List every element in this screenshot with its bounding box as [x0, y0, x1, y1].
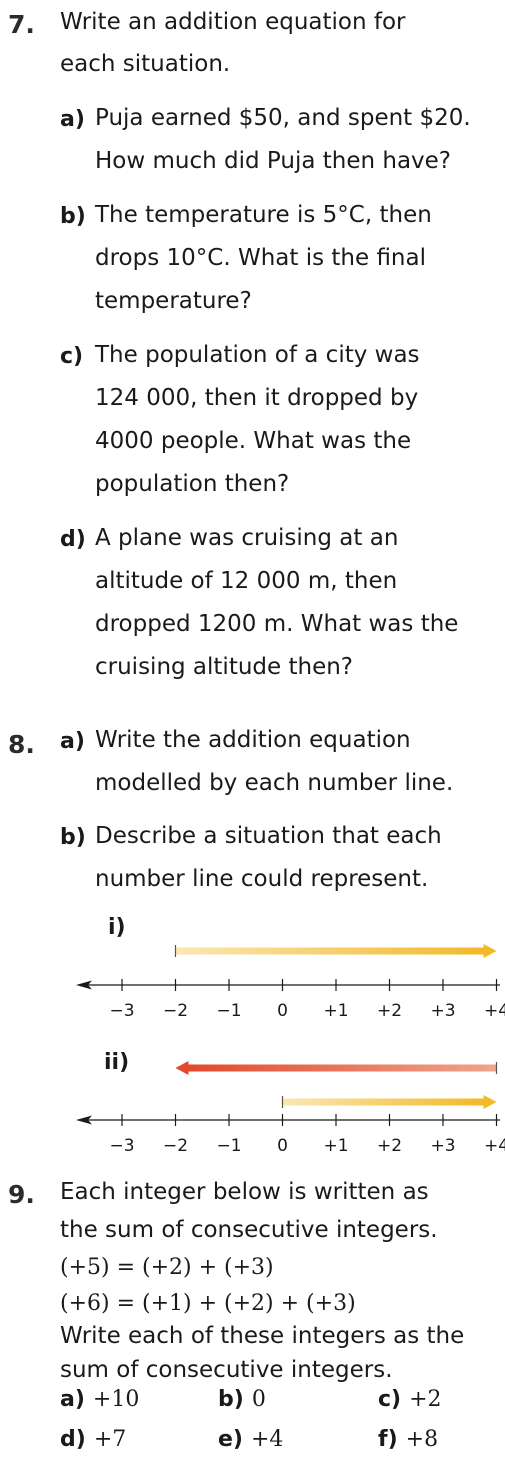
answer-option: d) +7: [60, 1420, 126, 1460]
part-text-line: 4000 people. What was the: [95, 428, 412, 454]
number-line-svg: −3 −2 −1 0 +1 +2 +3 +4: [76, 944, 505, 1021]
tick-label: +1: [323, 1001, 348, 1021]
tick-label: +2: [377, 1136, 402, 1156]
part-text-line: A plane was cruising at an: [95, 525, 399, 551]
axis-arrowhead: [76, 980, 92, 990]
arrow-head: [483, 944, 497, 958]
number-line-svg: −3 −2 −1 0 +1 +2 +3 +4: [76, 1061, 505, 1156]
part-label: d): [60, 527, 86, 552]
option-value: +7: [93, 1427, 127, 1452]
tick-label: −1: [216, 1136, 241, 1156]
arrow-shaft: [282, 1098, 484, 1106]
part-text-line: modelled by each number line.: [95, 770, 454, 796]
question-stem-line: Write an addition equation for: [60, 9, 406, 35]
tick-label: 0: [277, 1136, 288, 1156]
option-label: f): [378, 1427, 398, 1452]
tick-label: −3: [109, 1136, 134, 1156]
question-stem-line: the sum of consecutive integers.: [60, 1217, 438, 1243]
part-text-line: Puja earned $50, and spent $20.: [95, 105, 471, 131]
arrow-head: [175, 1061, 189, 1075]
part-text-line: 124 000, then it dropped by: [95, 385, 419, 411]
option-label: e): [218, 1427, 243, 1452]
tick-label: −1: [216, 1001, 241, 1021]
answer-option: b) 0: [218, 1380, 266, 1420]
answer-option: c) +2: [378, 1380, 442, 1420]
example-equation: (+5) = (+2) + (+3): [60, 1255, 274, 1280]
tick-label: −2: [163, 1001, 188, 1021]
part-text-line: How much did Puja then have?: [95, 148, 452, 174]
tick-label: +2: [377, 1001, 402, 1021]
option-value: +4: [250, 1427, 284, 1452]
number-line-label: ii): [104, 1050, 130, 1075]
question-number: 9.: [8, 1180, 35, 1209]
axis-arrowhead: [76, 1115, 92, 1125]
option-value: +2: [409, 1387, 442, 1412]
option-label: a): [60, 1387, 85, 1412]
option-value: +8: [405, 1427, 439, 1452]
option-label: d): [60, 1427, 86, 1452]
tick-label: 0: [277, 1001, 288, 1021]
instruction-line: Write each of these integers as the: [60, 1323, 465, 1349]
part-text-line: Describe a situation that each: [95, 823, 442, 849]
part-label: b): [60, 204, 86, 229]
part-label: b): [60, 825, 86, 850]
part-label: a): [60, 107, 85, 132]
part-text-line: Write the addition equation: [95, 727, 411, 753]
part-text-line: cruising altitude then?: [95, 654, 354, 680]
option-value: +10: [92, 1387, 140, 1412]
tick-label: +1: [323, 1136, 348, 1156]
tick-label: +3: [430, 1136, 455, 1156]
example-equation: (+6) = (+1) + (+2) + (+3): [60, 1291, 356, 1316]
tick-label: −2: [163, 1136, 188, 1156]
arrow-shaft: [188, 1064, 497, 1072]
tick-label: +4: [484, 1136, 505, 1156]
part-text-line: dropped 1200 m. What was the: [95, 611, 459, 637]
part-label: a): [60, 729, 85, 754]
answer-option: a) +10: [60, 1380, 139, 1420]
part-text-line: The population of a city was: [95, 342, 420, 368]
tick-label: −3: [109, 1001, 134, 1021]
question-stem-line: each situation.: [60, 51, 231, 77]
arrow-shaft: [175, 947, 484, 955]
part-text-line: number line could represent.: [95, 866, 429, 892]
number-line-label: i): [108, 915, 126, 940]
instruction-line: sum of consecutive integers.: [60, 1357, 393, 1383]
answer-option: f) +8: [378, 1420, 438, 1460]
part-text-line: The temperature is 5°C, then: [95, 202, 432, 228]
part-label: c): [60, 344, 84, 369]
option-value: 0: [251, 1387, 266, 1412]
question-number: 8.: [8, 730, 35, 759]
question-stem-line: Each integer below is written as: [60, 1179, 429, 1205]
answer-option: e) +4: [218, 1420, 283, 1460]
part-text-line: temperature?: [95, 288, 252, 314]
arrow-head: [483, 1095, 497, 1109]
number-line-ii: ii) −3 −2 −1 0 +1 +2 +3 +4: [0, 1040, 505, 1170]
number-line-i: i) −3 −2 −1 0 +1 +2 +3 +4: [0, 905, 505, 1035]
part-text-line: drops 10°C. What is the final: [95, 245, 426, 271]
option-label: c): [378, 1387, 402, 1412]
part-text-line: altitude of 12 000 m, then: [95, 568, 398, 594]
part-text-line: population then?: [95, 471, 290, 497]
question-number: 7.: [8, 10, 35, 39]
tick-label: +4: [484, 1001, 505, 1021]
tick-label: +3: [430, 1001, 455, 1021]
option-label: b): [218, 1387, 244, 1412]
